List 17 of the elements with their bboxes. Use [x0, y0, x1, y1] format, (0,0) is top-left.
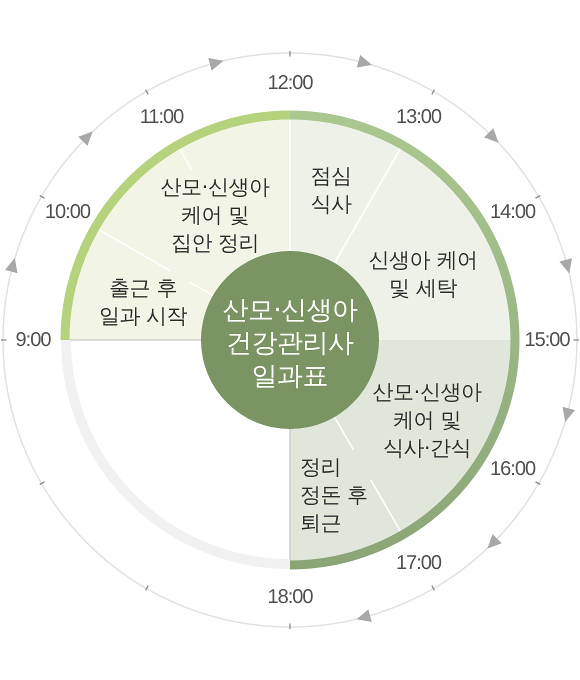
activity-text: 신생아 케어 및 세탁	[368, 246, 478, 302]
activity-text: 출근 후 일과 시작	[98, 274, 188, 330]
time-label: 9:00	[16, 330, 50, 350]
time-label: 17:00	[396, 552, 442, 573]
time-label: 13:00	[396, 107, 442, 128]
time-label: 14:00	[490, 202, 536, 222]
time-label: 10:00	[44, 202, 90, 222]
activity-text: 산모·신생아 케어 및 집안 정리	[160, 173, 270, 257]
time-label: 11:00	[140, 107, 184, 128]
activity-text: 산모·신생아 케어 및 식사·간식	[372, 378, 482, 462]
time-label: 16:00	[490, 458, 536, 478]
title-text: 산모·신생아 건강관리사 일과표	[222, 294, 358, 394]
time-label: 15:00	[524, 330, 570, 350]
activity-text: 점심 식사	[310, 162, 352, 218]
time-label: 12:00	[267, 73, 313, 93]
time-label: 18:00	[267, 587, 313, 607]
activity-text: 정리 정돈 후 퇴근	[300, 453, 368, 537]
